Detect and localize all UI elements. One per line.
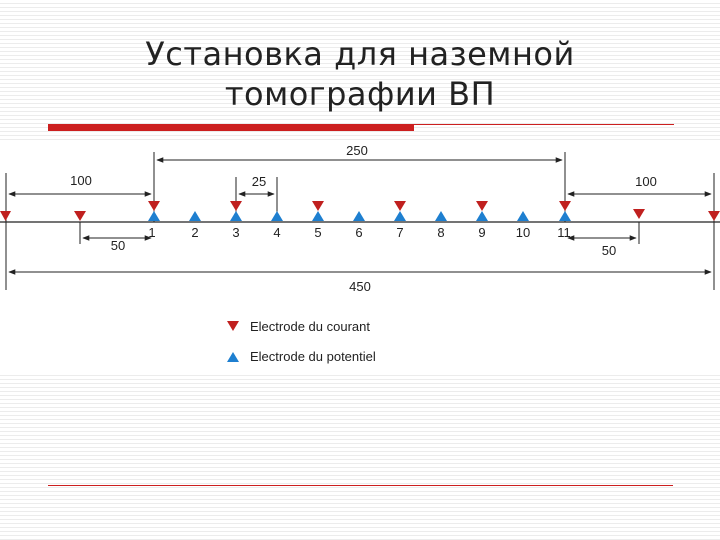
title-underline-bar: [48, 124, 414, 131]
current-electrode-triangle: [633, 209, 645, 219]
potential-electrode-triangle: [148, 211, 160, 221]
electrode-number: 1: [148, 225, 155, 240]
electrode-number: 9: [478, 225, 485, 240]
electrode-number: 7: [396, 225, 403, 240]
electrode-number: 8: [437, 225, 444, 240]
potential-electrode-triangle: [312, 211, 324, 221]
potential-electrode-triangle: [230, 211, 242, 221]
current-electrode-triangle: [708, 211, 720, 221]
label-right-offset: 100: [635, 174, 657, 189]
current-electrode-triangle: [476, 201, 488, 211]
diagram-background: [0, 140, 720, 372]
label-left-inner: 50: [111, 238, 125, 253]
current-electrode-triangle: [230, 201, 242, 211]
slide-title-line-1: Установка для наземной: [145, 35, 575, 73]
electrode-number: 2: [191, 225, 198, 240]
electrode-number: 4: [273, 225, 280, 240]
slide-title: Установка для наземной томографии ВП: [0, 34, 720, 114]
label-left-offset: 100: [70, 173, 92, 188]
potential-electrode-triangle: [476, 211, 488, 221]
potential-electrode-triangle: [353, 211, 365, 221]
potential-electrode-triangle: [517, 211, 529, 221]
current-electrode-triangle: [0, 211, 11, 221]
electrode-number: 11: [557, 225, 571, 240]
title-underline-thin: [414, 124, 674, 125]
label-top-span: 250: [346, 143, 368, 158]
label-spacing: 25: [252, 174, 266, 189]
label-total: 450: [349, 279, 371, 294]
electrode-number: 10: [516, 225, 530, 240]
potential-electrode-triangle: [189, 211, 201, 221]
slide-title-line-2: томографии ВП: [224, 75, 496, 113]
current-electrode-triangle: [559, 201, 571, 211]
current-electrode-triangle: [148, 201, 160, 211]
potential-electrode-triangle: [559, 211, 571, 221]
electrode-number: 6: [355, 225, 362, 240]
electrode-number: 5: [314, 225, 321, 240]
current-electrode-triangle: [312, 201, 324, 211]
legend-potential-icon: [227, 352, 239, 362]
potential-electrode-triangle: [271, 211, 283, 221]
potential-electrode-triangle: [394, 211, 406, 221]
current-electrode-triangle: [394, 201, 406, 211]
footer-rule: [48, 485, 673, 486]
potential-electrode-triangle: [435, 211, 447, 221]
electrode-number: 3: [232, 225, 239, 240]
legend-potential-label: Electrode du potentiel: [250, 349, 376, 364]
legend-current-icon: [227, 321, 239, 331]
current-electrode-triangle: [74, 211, 86, 221]
label-right-inner: 50: [602, 243, 616, 258]
legend-current-label: Electrode du courant: [250, 319, 370, 334]
